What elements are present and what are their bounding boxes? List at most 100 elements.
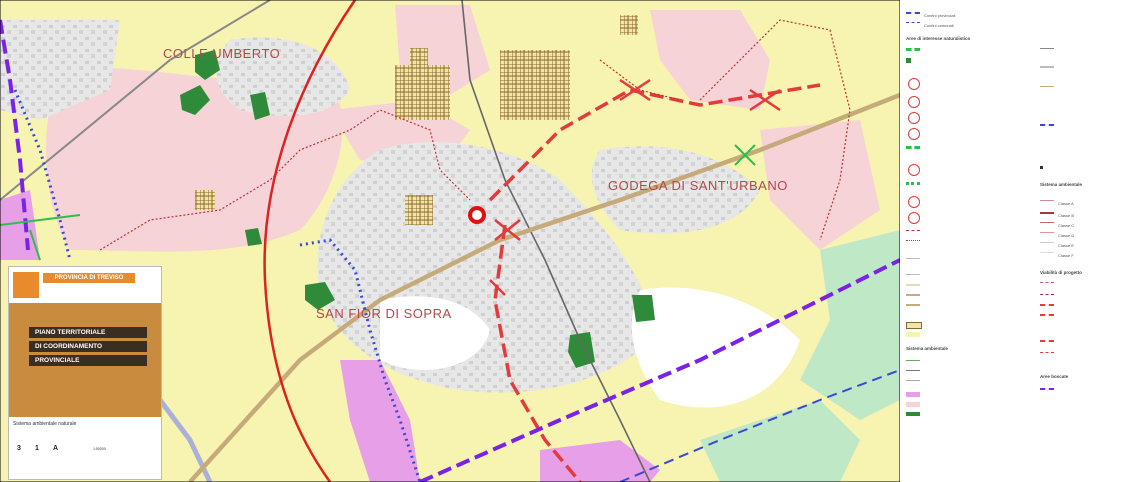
legend-item — [1040, 304, 1054, 311]
legend-item — [906, 294, 920, 301]
hatched-area-5 — [620, 15, 638, 35]
legend-item — [1040, 124, 1054, 131]
legend-item — [908, 212, 920, 224]
legend-item: Classe B — [1040, 212, 1074, 219]
pink-area-east2 — [760, 120, 880, 250]
hatched-area-6 — [195, 190, 215, 210]
secondary-road-north — [461, 0, 651, 482]
legend-item — [1040, 352, 1054, 358]
magenta-zone — [340, 360, 420, 482]
dotted-boundary-north — [599, 59, 681, 101]
legend-item — [1040, 66, 1054, 73]
cover-header: PROVINCIA DI TREVISO — [9, 267, 161, 303]
railway-line — [0, 0, 271, 201]
hatched-area-2 — [395, 65, 450, 120]
legend-item — [1040, 314, 1054, 321]
legend-item — [906, 412, 920, 416]
legend-item — [906, 322, 922, 329]
cover-code-2: 1 — [35, 445, 39, 452]
urban-area-east — [591, 146, 760, 234]
green-line-west — [0, 214, 81, 261]
magenta-zone3 — [0, 190, 40, 260]
cover-province: PROVINCIA DI TREVISO — [43, 273, 135, 283]
urban-area-west — [0, 20, 120, 120]
map-canvas[interactable] — [0, 0, 900, 482]
legend-item — [906, 380, 920, 386]
hatched-area-3 — [405, 195, 433, 225]
hatched-area-4 — [410, 48, 428, 66]
legend-header: Aree di interesse naturalistico — [906, 36, 971, 41]
map-legend: Confini provinciali Confini comunali Are… — [900, 0, 1127, 482]
province-logo-icon — [13, 272, 39, 298]
cover-title-line-2: DI COORDINAMENTO — [29, 341, 147, 352]
dotted-boundary-east — [699, 19, 851, 241]
legend-item — [906, 304, 920, 311]
legend-item — [908, 78, 920, 90]
white-area-center — [380, 296, 490, 370]
cover-footer: Sistema ambientale naturale 3 1 A 1:5000… — [9, 417, 161, 479]
cover-inset: PROVINCIA DI TREVISO PIANO TERRITORIALE … — [8, 266, 162, 480]
legend-header: Sistema ambientale — [906, 346, 949, 351]
legend-item — [906, 332, 920, 337]
legend-item — [908, 128, 920, 140]
wooded-patches — [180, 50, 655, 368]
planned-road-east — [488, 83, 821, 202]
legend-item — [906, 284, 920, 291]
legend-header: Aree boscate — [1040, 374, 1069, 379]
legend-item — [906, 402, 920, 407]
white-area-south — [631, 287, 800, 408]
planned-road-south — [493, 224, 582, 482]
place-godega-di-sant-urbano: GODEGA DI SANT'URBANO — [608, 178, 788, 193]
pink-area-east — [650, 10, 770, 110]
legend-item — [906, 370, 920, 376]
legend-item — [1040, 86, 1054, 92]
legend-item: Classe A — [1040, 200, 1074, 206]
legend-item — [908, 164, 920, 176]
blue-dotted-line — [299, 238, 422, 482]
purple-dashed-line — [419, 258, 900, 482]
lightgreen-zone — [800, 230, 900, 420]
dotted-boundary-west — [99, 109, 471, 251]
legend-item — [1040, 340, 1054, 347]
legend-item — [1040, 48, 1054, 54]
legend-item: Confini comunali — [906, 22, 954, 28]
legend-item: Confini provinciali — [906, 12, 955, 19]
legend-item — [906, 392, 920, 397]
cover-code-3: A — [53, 445, 59, 452]
hatched-area-1 — [500, 50, 570, 120]
legend-item — [906, 48, 920, 56]
legend-item — [908, 96, 920, 108]
blue-dashed-line-south — [619, 369, 900, 482]
legend-item — [908, 196, 920, 208]
cover-title-line-3: PROVINCIALE — [29, 355, 147, 366]
urban-area-north — [216, 37, 350, 116]
cover-subtitle: Sistema ambientale naturale — [13, 421, 77, 427]
legend-item — [1040, 294, 1054, 300]
legend-item — [1040, 388, 1054, 395]
junction-marks — [489, 78, 781, 296]
legend-item — [906, 360, 920, 366]
legend-item — [906, 274, 920, 280]
legend-item: Classe D — [1040, 232, 1074, 238]
place-san-fior-di-sopra: SAN FIOR DI SOPRA — [316, 306, 452, 321]
legend-item: Classe F — [1040, 252, 1074, 258]
legend-item — [906, 58, 911, 63]
cover-scale: 1:50000 — [93, 447, 106, 451]
green-junction-mark — [734, 144, 756, 166]
lightgreen-zone2 — [700, 400, 860, 482]
legend-item: Classe C — [1040, 222, 1074, 228]
cover-title-line-1: PIANO TERRITORIALE — [29, 327, 147, 338]
legend-item — [906, 146, 920, 154]
legend-header: Sistema ambientale — [1040, 182, 1083, 187]
location-marker-icon[interactable] — [468, 206, 486, 224]
legend-item — [906, 240, 920, 246]
place-colle-umberto: COLLE UMBERTO — [163, 46, 281, 61]
legend-item: Classe E — [1040, 242, 1074, 248]
purple-dashed-line-west — [0, 19, 30, 251]
cover-code-1: 3 — [17, 445, 21, 452]
main-road — [188, 92, 900, 482]
legend-item — [906, 230, 920, 236]
legend-header: Viabilità di progetto — [1040, 270, 1082, 275]
legend-item — [908, 112, 920, 124]
red-arc — [263, 0, 357, 482]
